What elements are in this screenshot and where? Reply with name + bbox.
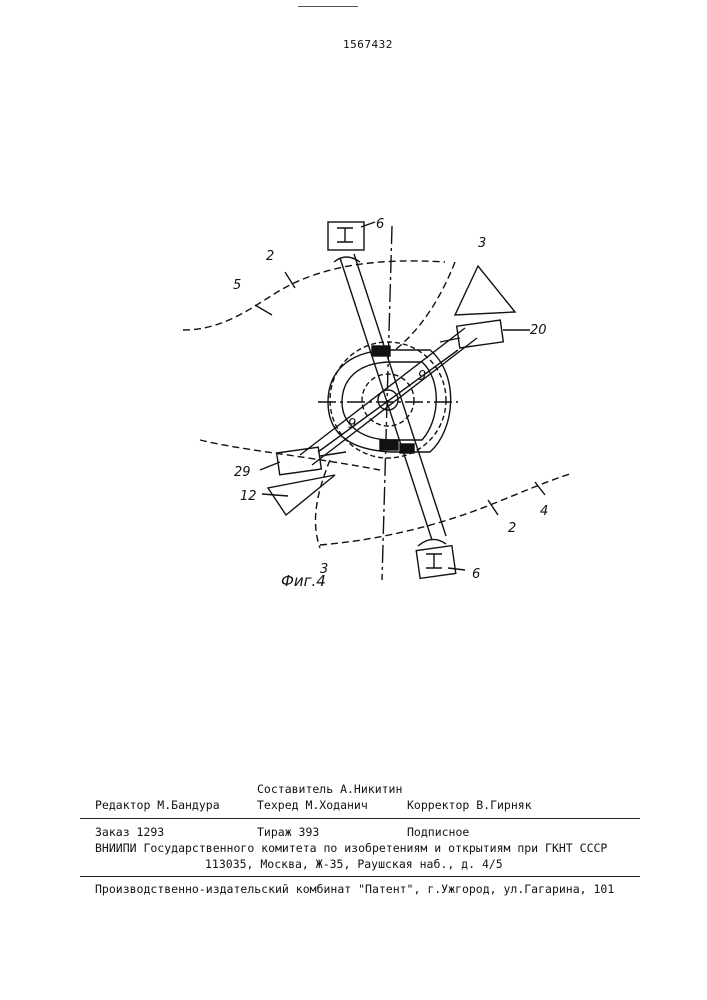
box-29 [277,447,322,475]
address-line: 113035, Москва, Ж-35, Раушская наб., д. … [205,857,503,871]
label-6-top: 6 [376,217,384,232]
publisher-line: Производственно-издательский комбинат "П… [95,882,614,896]
footer-rule-2 [80,876,640,877]
blade-top-right [455,266,515,315]
compiler-line: Составитель А.Никитин [257,782,402,796]
label-2-top: 2 [266,249,274,264]
box-20 [457,320,504,348]
figure-caption: Фиг.4 [281,572,326,590]
print-run-line: Тираж 393 [257,825,319,839]
subscription-line: Подписное [407,825,469,839]
editor-line: Редактор М.Бандура [95,798,220,812]
figure-4-drawing: 2 3 5 6 20 9 9 29 12 3 2 4 6 Фиг.4 [0,0,707,640]
label-9-b: 9 [348,417,356,432]
label-6-bottom: 6 [472,567,480,582]
clamp-top [328,222,364,250]
label-20: 20 [530,323,547,338]
label-5: 5 [233,278,241,293]
techred-line: Техред М.Ходанич [257,798,368,812]
contour-top [183,261,445,330]
footer-rule-1 [80,818,640,819]
corrector-line: Корректор В.Гирняк [407,798,532,812]
order-line: Заказ 1293 [95,825,164,839]
contour-mid [200,440,380,470]
label-9-a: 9 [418,369,426,384]
label-4: 4 [540,504,548,519]
label-12: 12 [240,489,257,504]
contour-3-bottom [315,460,330,548]
label-29: 29 [234,465,251,480]
org-line: ВНИИПИ Государственного комитета по изоб… [95,841,607,855]
label-3-top: 3 [478,236,486,251]
label-2-bottom: 2 [508,521,516,536]
clamp-bottom [416,546,456,579]
contour-3-top [395,262,455,350]
